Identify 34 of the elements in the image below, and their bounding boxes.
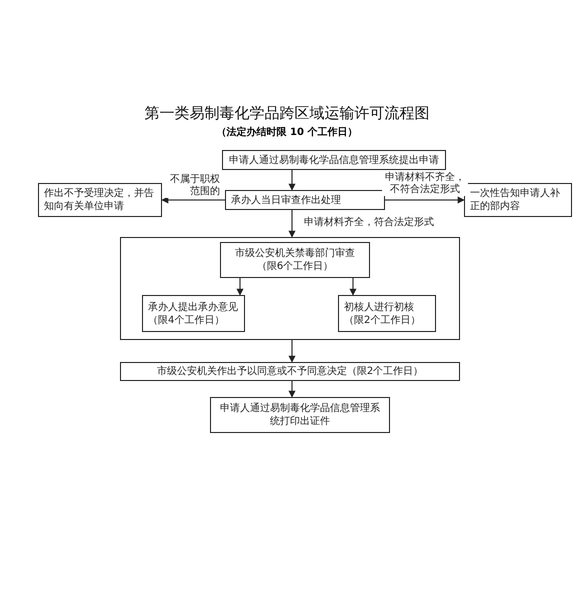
arrow	[236, 278, 244, 296]
arrow	[384, 196, 465, 204]
result-box	[38, 183, 162, 217]
node-text: 市级公安机关禁毒部门审查	[234, 247, 356, 260]
arrow	[288, 210, 296, 238]
arrow	[288, 380, 296, 398]
result-box	[464, 183, 572, 217]
node-text: （限6个工作日）	[256, 260, 334, 273]
diagram-title: 第一类易制毒化学品跨区域运输许可流程图	[144, 104, 430, 123]
node-text: 一次性告知申请人补正的部内容	[470, 187, 561, 213]
node-text: 承办人提出承办意见	[148, 300, 239, 314]
edge-label: 申请材料不齐全，不符合法定形式	[382, 172, 468, 196]
node-text: 作出不予受理决定，并告知向有关单位申请	[44, 187, 155, 213]
node-text: 申请人通过易制毒化学品信息管理系统提出申请	[228, 154, 440, 166]
node-text: （限2个工作日）	[344, 314, 422, 326]
node-text: 承办人当日审查作出处理	[231, 194, 342, 206]
decision-box	[120, 362, 460, 381]
edge-label: 不属于职权范围的	[166, 174, 220, 198]
arrow	[161, 196, 226, 204]
process-box	[225, 190, 385, 210]
process-box	[222, 150, 446, 170]
arrow	[288, 340, 296, 363]
process-box	[338, 295, 436, 332]
arrow	[350, 278, 356, 296]
arrow	[288, 170, 296, 191]
process-box	[220, 242, 370, 278]
subtitle: （法定办结时限 10 个工作日）	[216, 125, 358, 139]
node-text: 初核人进行初核	[344, 300, 415, 314]
process-box	[210, 397, 390, 433]
node-text: （限4个工作日）	[148, 314, 226, 326]
node-text: 市级公安机关作出予以同意或不予同意决定（限2个工作日）	[156, 365, 424, 378]
group-box	[120, 237, 460, 340]
node-text: 申请人通过易制毒化学品信息管理系统打印出证件	[219, 402, 381, 428]
process-box	[142, 295, 245, 332]
